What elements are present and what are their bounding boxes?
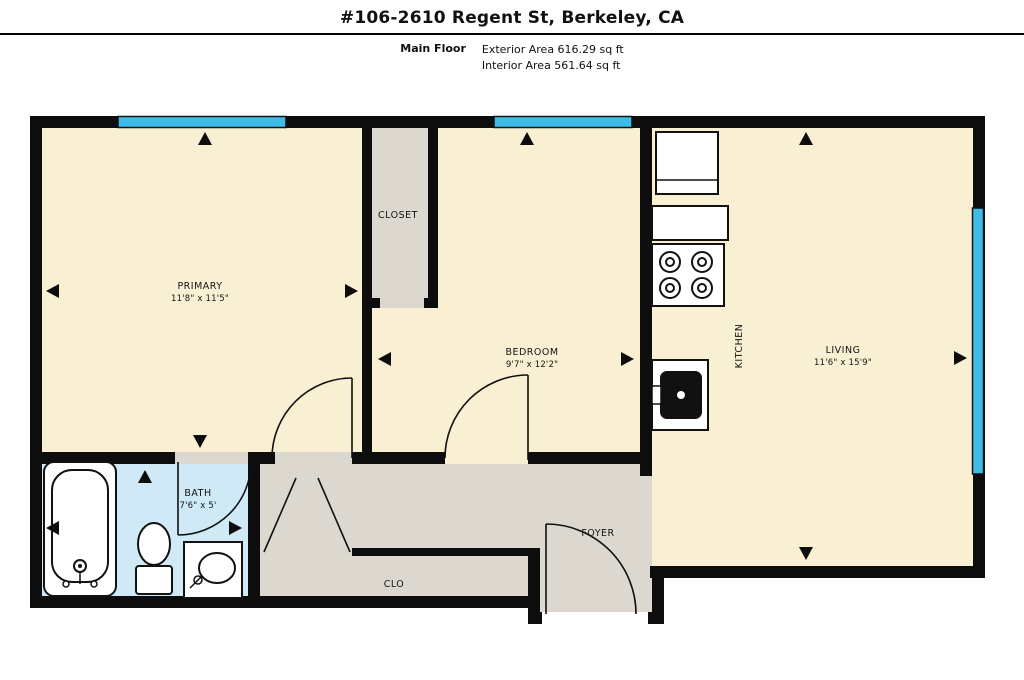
kitchen-fixtures <box>651 131 729 431</box>
room-label-clo: CLO <box>384 579 405 590</box>
closet-door-gap <box>380 298 424 308</box>
primary-door-gap <box>275 452 352 464</box>
room-label-foyer: FOYER <box>581 528 614 539</box>
kitchen-living-floor <box>652 128 973 566</box>
arrow-up-icon <box>520 132 534 145</box>
bath-door-gap <box>175 452 248 464</box>
plan-header: #106-2610 Regent St, Berkeley, CA Main F… <box>0 8 1024 74</box>
room-label-kitchen: KITCHEN <box>734 324 745 369</box>
arrow-left-icon <box>46 284 59 298</box>
room-label-bath: BATH <box>184 488 211 499</box>
primary-floor <box>42 128 362 452</box>
closet-floor <box>372 128 428 298</box>
primary-door-arc <box>271 377 353 459</box>
arrow-up-icon <box>138 470 152 483</box>
counter-icon <box>651 205 729 241</box>
floor-plan: PRIMARY 11'8" x 11'5" CLOSET BEDROOM 9'7… <box>30 115 985 624</box>
bedroom-door-arc <box>444 374 529 460</box>
window-bedroom <box>493 115 633 129</box>
interior-area: Interior Area 561.64 sq ft <box>481 59 621 72</box>
arrow-right-icon <box>345 284 358 298</box>
stove-icon <box>651 243 725 307</box>
doors <box>177 374 637 615</box>
kitchen-sink-icon <box>651 359 709 431</box>
exterior-area: Exterior Area 616.29 sq ft <box>481 43 624 56</box>
bath-sink-icon <box>183 541 243 599</box>
arrow-left-icon <box>378 352 391 366</box>
room-dims-living: 11'6" x 15'9" <box>814 358 872 368</box>
clo-double-doors <box>263 477 351 553</box>
room-dims-bath: 7'6" x 5' <box>179 501 216 511</box>
vestibule-floor <box>540 566 652 612</box>
room-labels: PRIMARY 11'8" x 11'5" CLOSET BEDROOM 9'7… <box>171 210 872 590</box>
bath-fixtures <box>43 461 243 599</box>
entry-door-arc <box>545 523 637 615</box>
room-label-closet: CLOSET <box>378 210 418 221</box>
room-dims-primary: 11'8" x 11'5" <box>171 294 229 304</box>
room-dims-bedroom: 9'7" x 12'2" <box>506 360 558 370</box>
arrow-down-icon <box>193 435 207 448</box>
arrow-right-icon <box>621 352 634 366</box>
arrow-left-icon <box>46 521 59 535</box>
arrow-down-icon <box>799 547 813 560</box>
page-title: #106-2610 Regent St, Berkeley, CA <box>339 8 685 28</box>
floor-info: Main Floor Exterior Area 616.29 sq ft In… <box>0 42 1024 74</box>
bedroom-door-gap <box>445 452 528 464</box>
bath-door-arc <box>177 461 252 536</box>
floor-label: Main Floor <box>400 42 466 55</box>
bathtub-icon <box>43 461 117 597</box>
arrow-right-icon <box>954 351 967 365</box>
direction-arrows <box>46 132 967 560</box>
windows <box>117 115 985 475</box>
floors-cream <box>42 128 973 566</box>
room-label-primary: PRIMARY <box>177 281 222 292</box>
arrow-up-icon <box>198 132 212 145</box>
arrow-right-icon <box>229 521 242 535</box>
header-divider <box>0 33 1024 35</box>
toilet-icon <box>135 522 173 595</box>
room-label-bedroom: BEDROOM <box>505 347 558 358</box>
window-living <box>971 207 985 475</box>
window-primary <box>117 115 287 129</box>
arrow-up-icon <box>799 132 813 145</box>
bedroom-floor <box>372 128 640 452</box>
refrigerator-icon <box>655 131 719 195</box>
floors-utility <box>175 128 652 612</box>
room-label-living: LIVING <box>826 345 861 356</box>
area-summary: Exterior Area 616.29 sq ft Interior Area… <box>482 42 624 74</box>
